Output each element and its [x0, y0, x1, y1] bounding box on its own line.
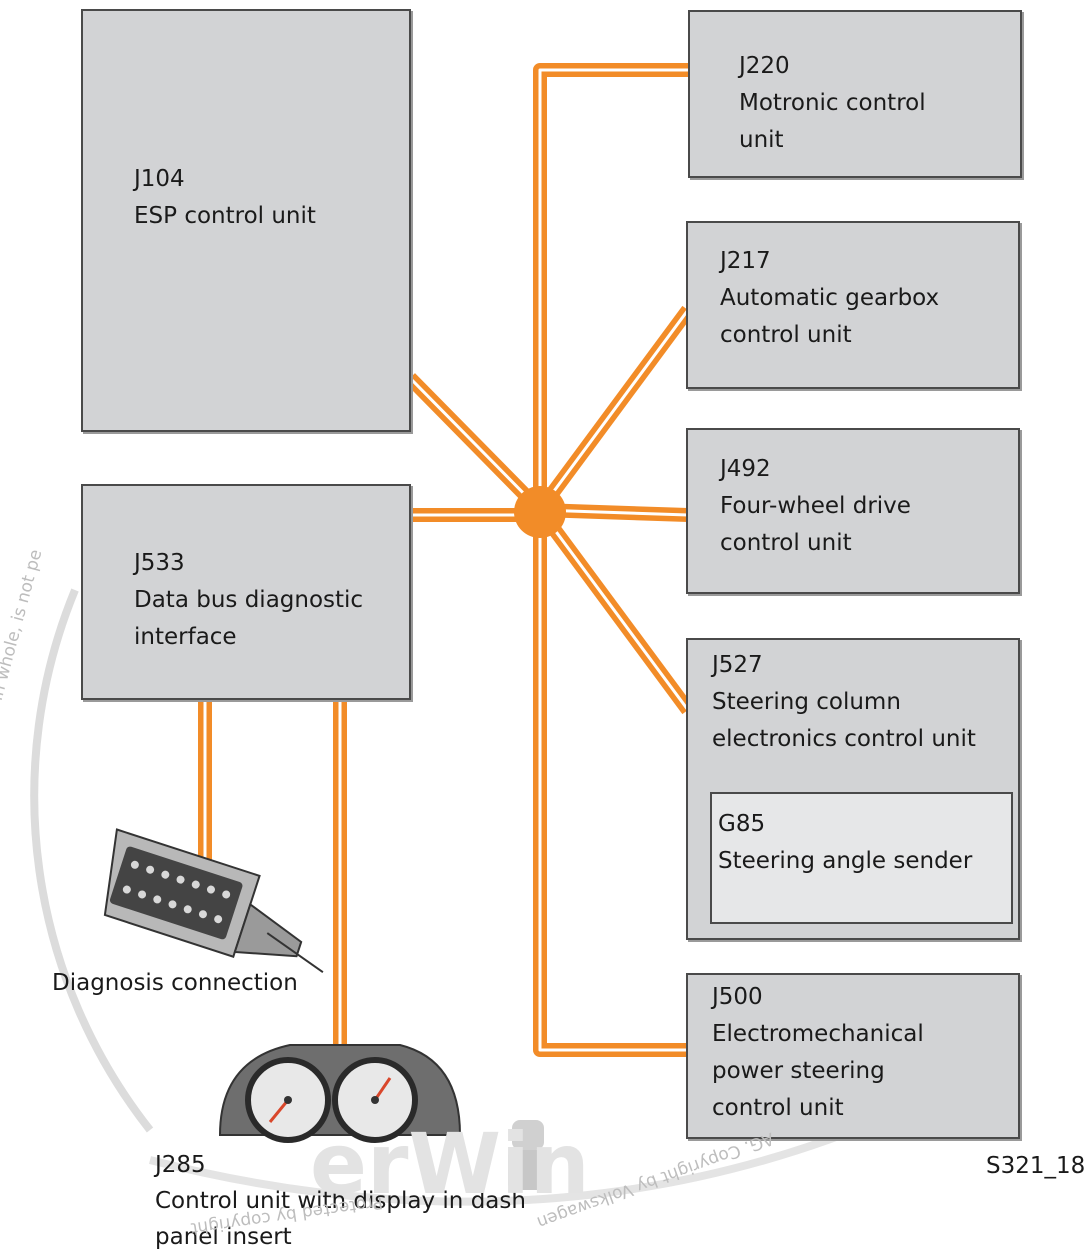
j217-name-line1: Automatic gearbox: [720, 285, 940, 311]
j220-name-line1: Motronic control: [739, 90, 926, 116]
j492-name-line2: control unit: [720, 530, 852, 556]
j104-label: J104 ESP control unit: [134, 161, 316, 235]
j533-name-line1: Data bus diagnostic: [134, 587, 364, 613]
j220-box: [688, 10, 1022, 178]
j220-label: J220 Motronic control unit: [739, 48, 926, 159]
j500-name-line2: power steering: [712, 1058, 885, 1084]
j527-name-line1: Steering column: [712, 689, 901, 715]
bus-to-j500: [533, 510, 688, 1057]
j104-code: J104: [134, 166, 185, 192]
j527-label: J527 Steering column electronics control…: [712, 647, 976, 758]
figure-id: S321_180: [986, 1153, 1085, 1179]
j533-code: J533: [134, 550, 185, 576]
watermark-ring-bottom: [149, 1116, 882, 1206]
j492-code: J492: [720, 456, 771, 482]
watermark-logo: erWin: [310, 1115, 590, 1213]
j217-label: J217 Automatic gearbox control unit: [720, 243, 939, 354]
bus-hub-node: [514, 486, 566, 538]
j527-code: J527: [712, 652, 763, 678]
diagnosis-connector-icon: [103, 828, 324, 973]
j492-name-line1: Four-wheel drive: [720, 493, 911, 519]
j492-box: [686, 428, 1020, 594]
j500-box: [686, 973, 1020, 1139]
g85-label: G85 Steering angle sender: [718, 806, 972, 880]
g85-code: G85: [718, 811, 766, 837]
instrument-cluster-icon: [218, 1044, 462, 1143]
j500-code: J500: [712, 984, 763, 1010]
j500-name-line1: Electromechanical: [712, 1021, 924, 1047]
j533-label: J533 Data bus diagnostic interface: [134, 545, 363, 656]
j217-name-line2: control unit: [720, 322, 852, 348]
j500-name-line3: control unit: [712, 1095, 844, 1121]
watermark-ring: [30, 588, 154, 1133]
j217-box: [686, 221, 1020, 389]
j527-name-line2: electronics control unit: [712, 726, 976, 752]
bus-wires: [198, 63, 694, 1057]
diagnosis-connection-label: Diagnosis connection: [52, 970, 298, 996]
bus-lines-inner: [203, 68, 690, 1052]
j217-code: J217: [720, 248, 771, 274]
j500-label: J500 Electromechanical power steering co…: [712, 979, 924, 1127]
j220-name-line2: unit: [739, 127, 784, 153]
j285-code: J285: [155, 1152, 206, 1178]
j533-name-line2: interface: [134, 624, 237, 650]
j285-name-line2: panel insert: [155, 1224, 292, 1250]
bus-to-j220: [533, 63, 688, 510]
g85-box: [710, 792, 1013, 924]
g85-name: Steering angle sender: [718, 848, 973, 874]
j285-label: J285 Control unit with display in dash p…: [155, 1147, 526, 1255]
j104-name: ESP control unit: [134, 203, 316, 229]
watermark-mascot-icon: [508, 1120, 548, 1190]
j285-name-line1: Control unit with display in dash: [155, 1188, 526, 1214]
j492-label: J492 Four-wheel drive control unit: [720, 451, 911, 562]
j220-code: J220: [739, 53, 790, 79]
j104-box: [81, 9, 411, 432]
j533-box: [81, 484, 411, 700]
